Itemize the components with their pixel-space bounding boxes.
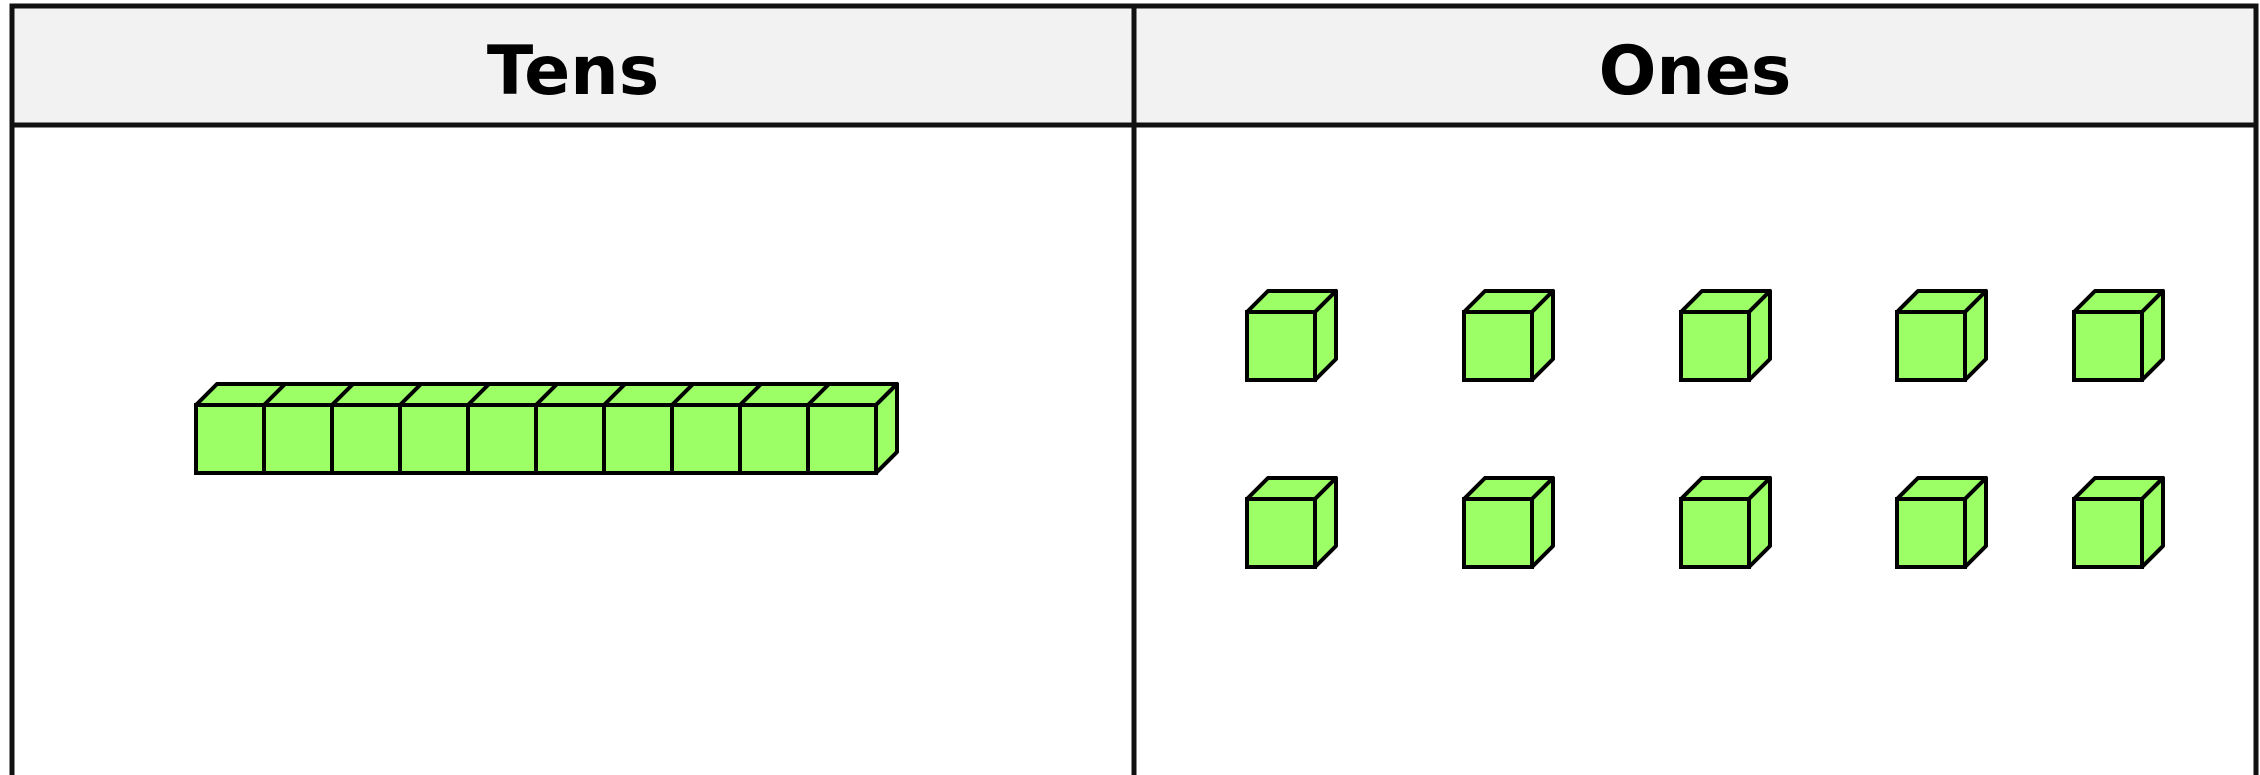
ones-cube	[1464, 478, 1553, 567]
tens-unit-face	[332, 405, 400, 473]
tens-unit-face	[740, 405, 808, 473]
tens-unit-face	[808, 405, 876, 473]
ones-cube	[2074, 291, 2163, 380]
ones-cube	[1247, 478, 1336, 567]
tens-header: Tens	[487, 32, 659, 111]
tens-unit-face	[196, 405, 264, 473]
tens-rod	[196, 384, 897, 473]
ones-cube	[1681, 291, 1770, 380]
ones-cube	[1897, 291, 1986, 380]
tens-unit-face	[264, 405, 332, 473]
tens-unit-face	[468, 405, 536, 473]
ones-cube	[1897, 478, 1986, 567]
ones-area	[1247, 291, 2163, 567]
ones-cube	[1247, 291, 1336, 380]
tens-unit-face	[400, 405, 468, 473]
tens-unit-face	[604, 405, 672, 473]
tens-unit-face	[672, 405, 740, 473]
ones-cube	[1464, 291, 1553, 380]
ones-header: Ones	[1599, 32, 1792, 111]
ones-cube	[1681, 478, 1770, 567]
ones-cube	[2074, 478, 2163, 567]
tens-unit-face	[536, 405, 604, 473]
tens-area	[196, 384, 897, 473]
